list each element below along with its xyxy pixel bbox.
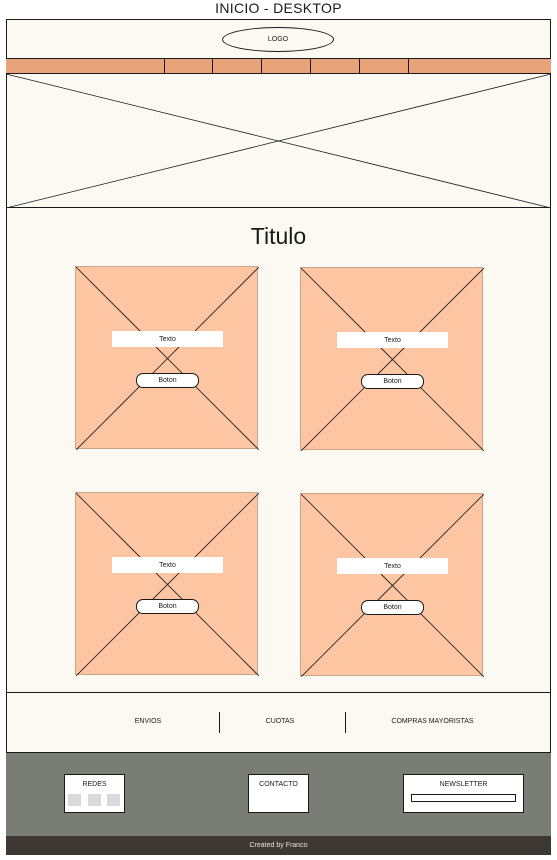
card-button[interactable]: Boton: [361, 600, 424, 615]
socials-box: REDES: [64, 774, 125, 813]
header: [6, 19, 551, 59]
newsletter-label: NEWSLETTER: [439, 781, 488, 788]
info-bar: [6, 692, 551, 752]
product-card[interactable]: Texto Boton: [75, 492, 259, 676]
product-card[interactable]: Texto Boton: [300, 493, 484, 677]
section-title: Titulo: [250, 223, 307, 249]
card-image-placeholder: [76, 267, 259, 450]
card-button[interactable]: Boton: [136, 373, 199, 388]
nav-item-3[interactable]: [213, 59, 262, 73]
card-button[interactable]: Boton: [361, 374, 424, 389]
social-icon[interactable]: [107, 794, 120, 806]
product-card[interactable]: Texto Boton: [75, 266, 259, 450]
social-icon[interactable]: [68, 794, 81, 806]
nav-bar: [6, 59, 551, 74]
product-card[interactable]: Texto Boton: [300, 267, 484, 451]
card-button[interactable]: Boton: [136, 599, 199, 614]
card-image-placeholder: [301, 268, 484, 451]
nav-item-6[interactable]: [360, 59, 409, 73]
card-image-placeholder: [301, 494, 484, 677]
hero-image-placeholder: [6, 74, 551, 208]
wireframe-title: INICIO - DESKTOP: [215, 0, 342, 16]
newsletter-input[interactable]: [411, 794, 516, 802]
info-item-compras-mayoristas[interactable]: COMPRAS MAYORISTAS: [391, 718, 474, 725]
info-item-cuotas[interactable]: CUOTAS: [265, 718, 295, 725]
info-item-envios[interactable]: ENVIOS: [134, 718, 162, 725]
card-text: Texto: [112, 557, 223, 573]
card-image-placeholder: [76, 493, 259, 676]
info-divider: [219, 712, 220, 733]
card-text: Texto: [337, 558, 448, 574]
card-text: Texto: [112, 331, 223, 347]
credit-text: Created by Franco: [249, 842, 308, 849]
logo[interactable]: LOGO: [222, 27, 334, 52]
nav-item-4[interactable]: [262, 59, 311, 73]
nav-item-7[interactable]: [409, 59, 551, 73]
social-icon[interactable]: [88, 794, 101, 806]
nav-item-5[interactable]: [311, 59, 360, 73]
info-divider: [345, 712, 346, 733]
bottom-bar: Created by Franco: [6, 836, 551, 855]
contact-box[interactable]: CONTACTO: [248, 774, 309, 813]
nav-item-1[interactable]: [6, 59, 165, 73]
newsletter-box: NEWSLETTER: [403, 774, 524, 813]
contact-label: CONTACTO: [259, 781, 298, 788]
hero-placeholder-cross: [6, 74, 551, 208]
card-text: Texto: [337, 332, 448, 348]
socials-label: REDES: [82, 781, 107, 788]
nav-item-2[interactable]: [165, 59, 213, 73]
